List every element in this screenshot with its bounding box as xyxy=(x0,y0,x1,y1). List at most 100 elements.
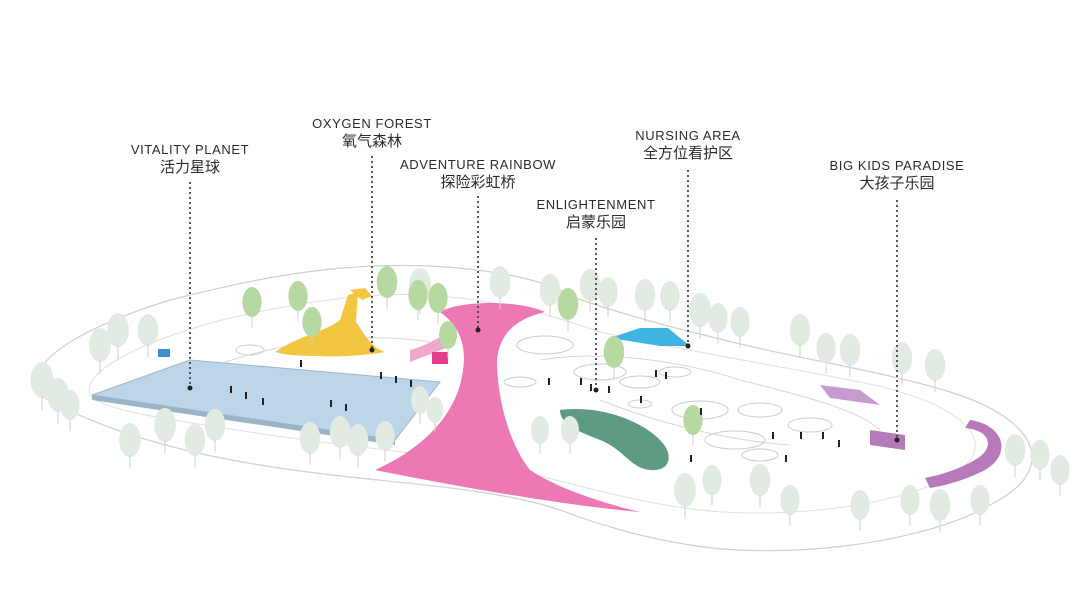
tree-green-icon xyxy=(603,336,625,368)
tree-grey-icon xyxy=(579,269,601,301)
label-zh: 大孩子乐园 xyxy=(859,174,935,192)
tree-green-icon xyxy=(376,266,398,298)
label-zh: 氧气森林 xyxy=(341,132,402,150)
tree-grey-icon xyxy=(107,313,129,347)
person-figure xyxy=(330,400,332,407)
person-figure xyxy=(230,386,232,393)
tree-green-icon xyxy=(683,405,703,435)
tree-green-icon xyxy=(408,280,428,310)
person-figure xyxy=(300,360,302,367)
tree-grey-icon xyxy=(119,423,141,457)
person-figure xyxy=(245,392,247,399)
tree-grey-icon xyxy=(299,422,321,454)
ground-circle xyxy=(503,376,537,388)
label-vitality-planet: VITALITY PLANET 活力星球 xyxy=(120,142,260,177)
person-figure xyxy=(262,398,264,405)
label-oxygen-forest: OXYGEN FOREST 氧气森林 xyxy=(302,116,442,151)
label-en: OXYGEN FOREST xyxy=(312,116,432,131)
leader-dots xyxy=(187,327,900,443)
label-adventure-rainbow: ADVENTURE RAINBOW 探险彩虹桥 xyxy=(388,157,568,192)
tree-grey-icon xyxy=(789,314,811,346)
person-figure xyxy=(640,396,642,403)
tree-grey-icon xyxy=(850,490,870,520)
label-en: ADVENTURE RAINBOW xyxy=(399,157,557,172)
label-zh: 活力星球 xyxy=(159,158,220,176)
tree-grey-icon xyxy=(634,279,656,311)
ground-circle xyxy=(658,366,692,378)
tree-grey-icon xyxy=(137,314,159,346)
person-figure xyxy=(655,370,657,377)
person-figure xyxy=(700,408,702,415)
tree-grey-icon xyxy=(929,489,951,521)
tree-grey-icon xyxy=(970,485,990,515)
tree-grey-icon xyxy=(204,409,226,441)
tree-grey-icon xyxy=(816,333,836,363)
person-figure xyxy=(548,378,550,385)
ground-circle xyxy=(573,363,627,381)
tree-grey-icon xyxy=(891,342,913,374)
tree-grey-icon xyxy=(347,424,369,456)
ground-circle xyxy=(235,344,265,356)
nursing-area-structure xyxy=(610,328,690,346)
tree-grey-icon xyxy=(60,390,80,420)
tree-grey-icon xyxy=(780,485,800,515)
label-en: NURSING AREA xyxy=(635,128,741,143)
label-nursing-area: NURSING AREA 全方位看护区 xyxy=(618,128,758,163)
tree-grey-icon xyxy=(689,293,711,327)
tree-grey-icon xyxy=(489,266,511,298)
person-figure xyxy=(380,372,382,379)
tree-grey-icon xyxy=(329,416,351,448)
tree-grey-icon xyxy=(839,334,861,366)
tree-grey-icon xyxy=(89,328,111,362)
leader-lines xyxy=(189,156,898,440)
person-figure xyxy=(608,386,610,393)
big-kids-paradise-strip xyxy=(820,385,880,405)
person-figure xyxy=(410,380,412,387)
trees-green xyxy=(242,266,703,446)
ground-circle xyxy=(516,335,574,355)
label-enlightenment: ENLIGHTENMENT 启蒙乐园 xyxy=(526,197,666,232)
tree-grey-icon xyxy=(426,397,444,423)
tree-grey-icon xyxy=(749,464,771,496)
ground-circle xyxy=(619,375,661,389)
tree-green-icon xyxy=(302,307,322,337)
label-zh: 启蒙乐园 xyxy=(565,213,626,231)
tree-grey-icon xyxy=(1030,440,1050,470)
label-zh: 全方位看护区 xyxy=(642,144,733,162)
tree-grey-icon xyxy=(702,465,722,495)
person-figure xyxy=(590,384,592,391)
adventure-rainbow-block xyxy=(432,352,448,364)
people-figures xyxy=(230,360,840,462)
tree-green-icon xyxy=(242,287,262,317)
ground-circle xyxy=(737,402,783,418)
person-figure xyxy=(838,440,840,447)
tree-grey-icon xyxy=(1004,434,1026,466)
label-big-kids-paradise: BIG KIDS PARADISE 大孩子乐园 xyxy=(812,158,982,193)
tree-green-icon xyxy=(557,288,579,320)
person-figure xyxy=(800,432,802,439)
person-figure xyxy=(690,455,692,462)
tree-grey-icon xyxy=(660,281,680,311)
ground-circles xyxy=(201,335,833,462)
ground-circle xyxy=(787,417,833,433)
tree-grey-icon xyxy=(561,416,579,444)
oxygen-forest-structure xyxy=(275,292,385,357)
enlightenment-pond xyxy=(560,409,669,471)
person-figure xyxy=(580,378,582,385)
label-en: BIG KIDS PARADISE xyxy=(829,158,965,173)
person-figure xyxy=(772,432,774,439)
big-kids-paradise-arc xyxy=(925,420,1002,488)
vitality-planet-flag-icon xyxy=(158,349,170,357)
oxygen-forest-tower xyxy=(350,288,372,300)
tree-grey-icon xyxy=(1050,455,1070,485)
label-en: VITALITY PLANET xyxy=(130,142,250,157)
tree-grey-icon xyxy=(924,349,946,381)
park-platform-edge xyxy=(36,264,1033,552)
tree-grey-icon xyxy=(539,274,561,306)
label-en: ENLIGHTENMENT xyxy=(536,197,656,212)
tree-grey-icon xyxy=(30,362,54,398)
tree-grey-icon xyxy=(375,421,395,451)
tree-grey-icon xyxy=(598,277,618,307)
tree-grey-icon xyxy=(730,307,750,337)
